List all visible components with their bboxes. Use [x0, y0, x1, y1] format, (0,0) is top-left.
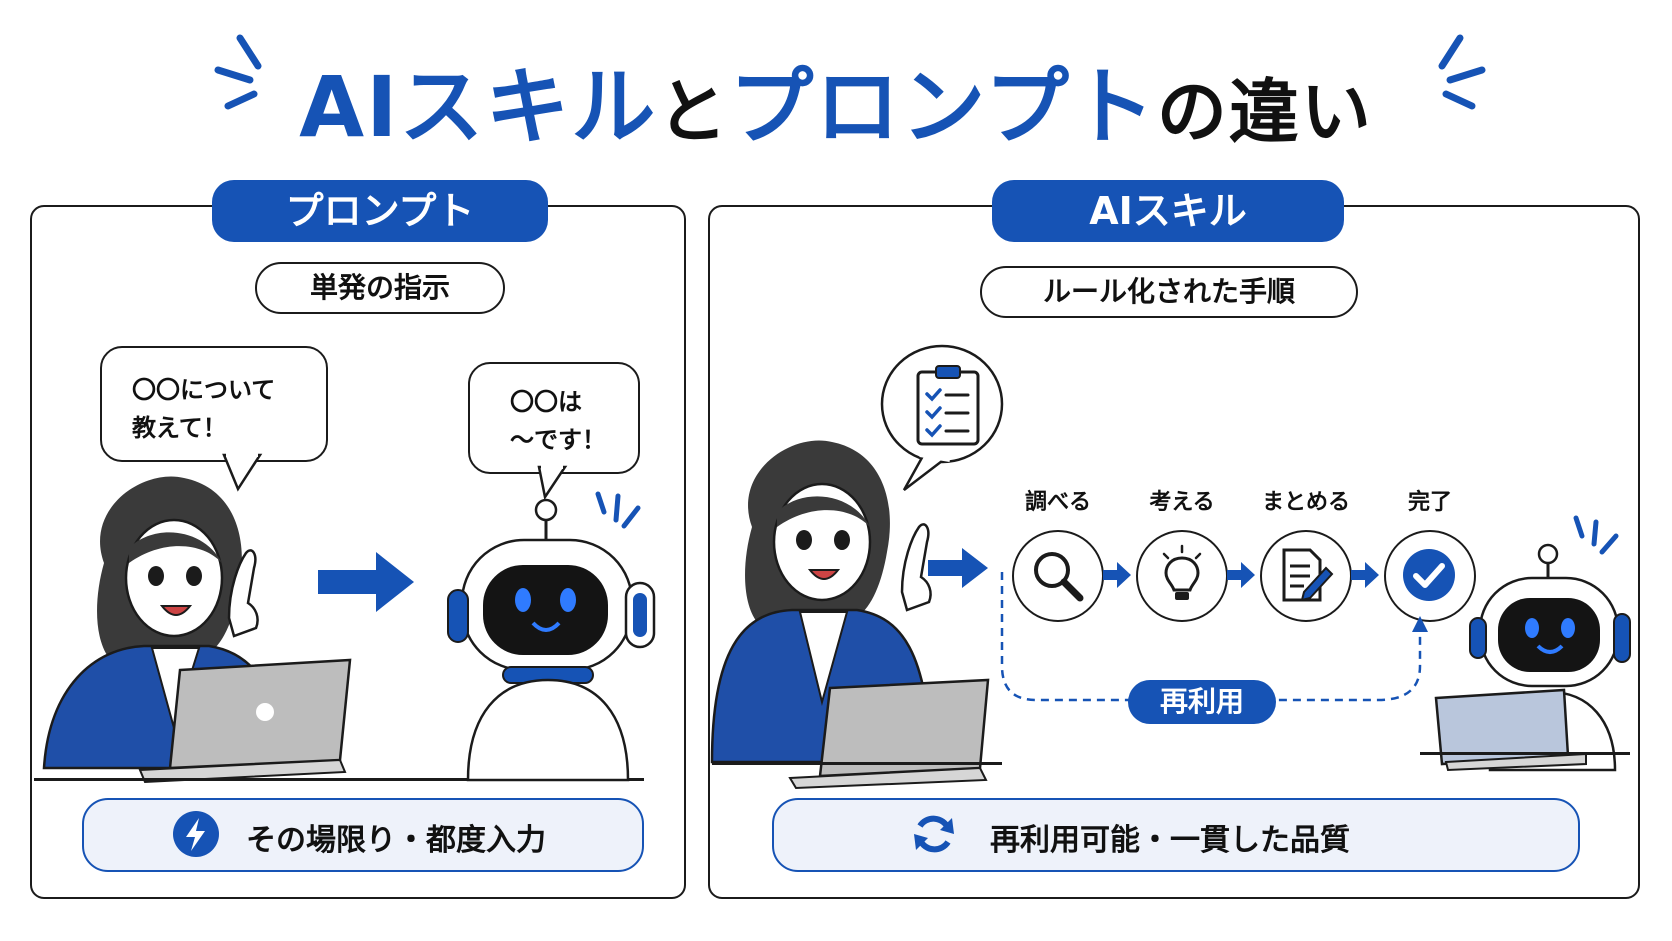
robot-sparkle-icon-right: [1573, 515, 1619, 555]
left-burst-icon: [214, 34, 262, 110]
woman-illustration-right: [710, 440, 934, 764]
desk-line-robot: [1420, 752, 1630, 755]
prompt-subtitle: 単発の指示: [255, 262, 505, 314]
robot-bubble-line-1: 〇〇は: [510, 388, 582, 416]
reuse-loop-line: [1000, 572, 1428, 702]
magnifier-icon: [1034, 552, 1084, 602]
robot-illustration: [447, 498, 656, 782]
robot-laptop-illustration: [1434, 688, 1587, 772]
title-part-ai-skill: AIスキル: [299, 58, 658, 156]
check-icon: [1403, 549, 1455, 601]
step-arrow-3-icon: [1351, 562, 1379, 588]
title-part-to: と: [657, 71, 730, 153]
clipboard-checklist-icon: [916, 365, 980, 446]
ai-skill-summary-text: 再利用可能・一貫した品質: [990, 823, 1350, 858]
arrow-right-icon: [318, 552, 414, 612]
title-part-prompt: プロンプト: [729, 58, 1157, 156]
robot-bubble-line-2: 〜です！: [510, 426, 606, 454]
reuse-label: 再利用: [1128, 680, 1276, 724]
right-burst-icon: [1438, 34, 1486, 110]
laptop-illustration: [138, 658, 352, 784]
step-label-summarize: まとめる: [1261, 490, 1350, 515]
ai-skill-summary-box: [772, 798, 1580, 872]
user-speech-bubble: 〇〇について 教えて！: [100, 346, 328, 462]
desk-line-right: [712, 762, 1002, 765]
title-part-difference: の違い: [1156, 71, 1373, 153]
page-title: AIスキルとプロンプトの違い: [0, 40, 1672, 161]
robot-speech-bubble: 〇〇は 〜です！: [468, 362, 640, 474]
user-bubble-line-2: 教えて！: [132, 414, 227, 442]
lightning-icon: [173, 811, 219, 857]
flow-start-arrow-icon: [928, 548, 988, 588]
desk-line: [34, 778, 644, 781]
prompt-tag: プロンプト: [212, 180, 548, 242]
user-bubble-tail: [222, 453, 263, 492]
step-arrow-2-icon: [1227, 562, 1255, 588]
step-arrow-1-icon: [1103, 562, 1131, 588]
robot-sparkle-icon: [595, 491, 641, 529]
step-label-research: 調べる: [1024, 490, 1091, 515]
lightbulb-icon: [1162, 544, 1202, 600]
refresh-icon: [914, 815, 954, 853]
ai-skill-tag: AIスキル: [992, 180, 1344, 242]
laptop-illustration-right: [788, 678, 990, 790]
step-label-done: 完了: [1407, 490, 1452, 515]
user-bubble-line-1: 〇〇について: [132, 376, 276, 404]
step-label-think: 考える: [1149, 490, 1215, 515]
document-pen-icon: [1282, 548, 1334, 602]
prompt-summary-text: その場限り・都度入力: [246, 823, 546, 858]
ai-skill-subtitle: ルール化された手順: [980, 266, 1358, 318]
robot-bubble-tail: [537, 465, 568, 501]
